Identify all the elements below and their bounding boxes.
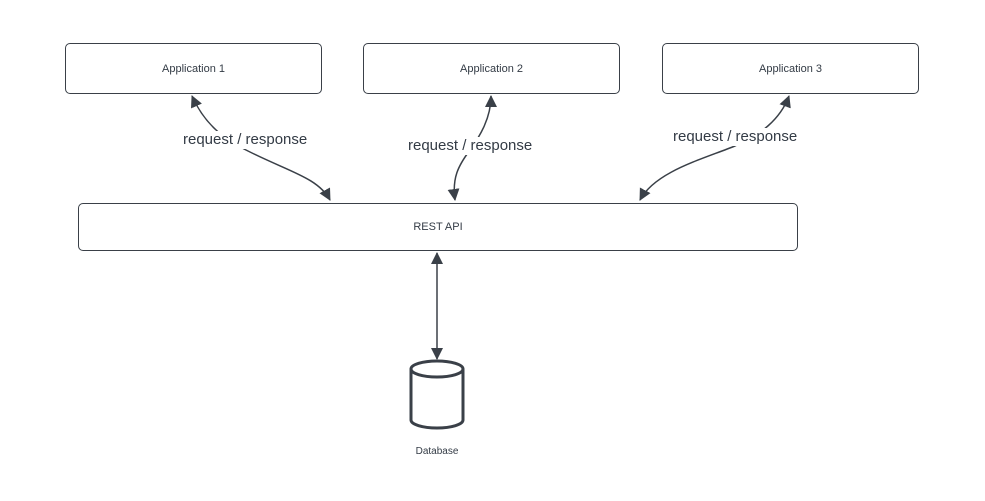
database-label: Database [415,446,459,457]
connector-app3-api [639,95,791,201]
edge-label-app1-api: request / response [183,131,308,149]
application-3-label: Application 3 [759,62,822,75]
application-2-label: Application 2 [460,62,523,75]
rest-api-node: REST API [78,203,798,251]
application-1-label: Application 1 [162,62,225,75]
edge-label-app2-api: request / response [408,137,533,155]
application-1-node: Application 1 [65,43,322,94]
database-cylinder-icon [409,359,465,430]
edge-label-app3-api: request / response [673,128,798,146]
application-2-node: Application 2 [363,43,620,94]
rest-api-label: REST API [413,221,463,233]
application-3-node: Application 3 [662,43,919,94]
connector-app1-api [191,95,331,201]
